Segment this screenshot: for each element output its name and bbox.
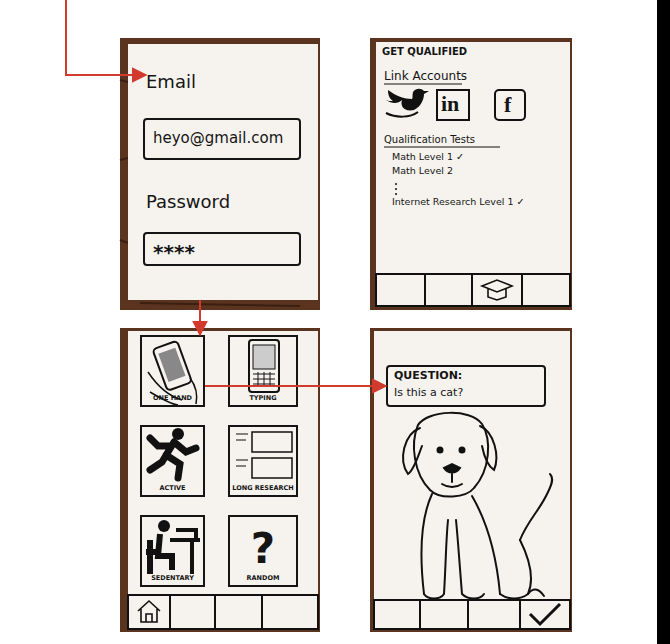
flow-arrow	[205, 385, 386, 387]
dog-drawing	[403, 413, 552, 599]
twitter-icon	[386, 89, 429, 111]
login-screen: EmailPassword heyo@gmail.com ****	[128, 44, 318, 300]
paper-sheet	[376, 42, 570, 306]
graduation-cap-icon	[482, 280, 512, 300]
ellipsis-dot	[395, 188, 397, 190]
research-icon	[252, 458, 292, 478]
node-text: ****	[153, 241, 195, 264]
node-text: GET QUALIFIED	[382, 46, 467, 58]
home-icon	[138, 601, 160, 622]
checkmark-icon	[530, 604, 560, 624]
research-icon	[236, 434, 248, 466]
tab-bar	[376, 274, 570, 306]
wood-background	[370, 38, 572, 310]
email-field: heyo@gmail.com	[143, 118, 301, 160]
seated-person-icon	[158, 520, 170, 532]
typing-phone-icon	[253, 345, 275, 369]
menu-tile: SEDENTARY	[140, 515, 205, 587]
node-text: Qualification Tests	[384, 134, 475, 146]
qualification-screen: GET QUALIFIED Link AccountsQualification …	[376, 42, 570, 272]
menu-tile: TYPING	[228, 335, 298, 407]
node-text: Link Accounts	[384, 70, 467, 84]
question-box: QUESTION: Is this a cat?	[386, 365, 546, 407]
typing-phone-icon	[249, 340, 279, 392]
node-text: Email	[146, 72, 196, 93]
paper-sheet	[128, 44, 318, 300]
node-text: LONG RESEARCH	[230, 485, 296, 492]
node-text: QUESTION:	[394, 370, 462, 383]
node-text: ACTIVE	[142, 485, 203, 492]
tab-divider	[420, 600, 520, 629]
node-text: SEDENTARY	[142, 575, 203, 582]
node-text: Password	[146, 192, 230, 213]
tab-bar	[128, 595, 318, 629]
facebook-icon	[495, 90, 525, 120]
menu-tile: ACTIVE	[140, 425, 205, 497]
node-text: heyo@gmail.com	[153, 130, 283, 147]
icon-letter: f	[504, 94, 511, 116]
desk-icon	[170, 530, 200, 574]
node-text: ONE HAND	[142, 395, 203, 402]
ellipsis-dot	[395, 193, 397, 195]
menu-tile: ONE HAND	[140, 335, 205, 407]
password-field: ****	[143, 232, 301, 266]
black-border	[657, 0, 670, 644]
twitter-icon	[386, 112, 418, 117]
paper-sheet	[374, 331, 570, 629]
entry-arrow	[66, 0, 146, 75]
menu-tile: ? RANDOM	[228, 515, 298, 587]
node-text: Math Level 2	[392, 166, 453, 177]
node-text: Math Level 1 ✓	[392, 152, 464, 163]
ellipsis-dot	[395, 183, 397, 185]
runner-icon	[150, 438, 196, 478]
keyboard-icon	[253, 372, 275, 387]
wood-background	[370, 328, 572, 632]
node-text: TYPING	[230, 395, 296, 402]
node-text: Internet Research Level 1 ✓	[392, 197, 524, 208]
flow-arrow	[199, 300, 201, 335]
wood-background	[120, 328, 320, 632]
node-text: Is this a cat?	[394, 387, 463, 400]
phone-icon	[153, 341, 192, 391]
node-text: ?	[230, 525, 296, 573]
underline	[384, 147, 500, 148]
icon-letter: in	[441, 93, 459, 115]
seated-person-icon	[146, 534, 172, 574]
tab-bar	[374, 600, 570, 629]
research-icon	[252, 432, 292, 452]
linkedin-icon	[437, 90, 469, 120]
wood-background	[120, 38, 320, 310]
runner-icon	[172, 428, 184, 440]
underline	[384, 84, 462, 85]
node-text: RANDOM	[230, 575, 296, 582]
menu-tile: LONG RESEARCH	[228, 425, 298, 497]
paper-sheet	[128, 331, 318, 629]
tab-divider	[425, 274, 522, 306]
tab-divider	[170, 595, 262, 629]
